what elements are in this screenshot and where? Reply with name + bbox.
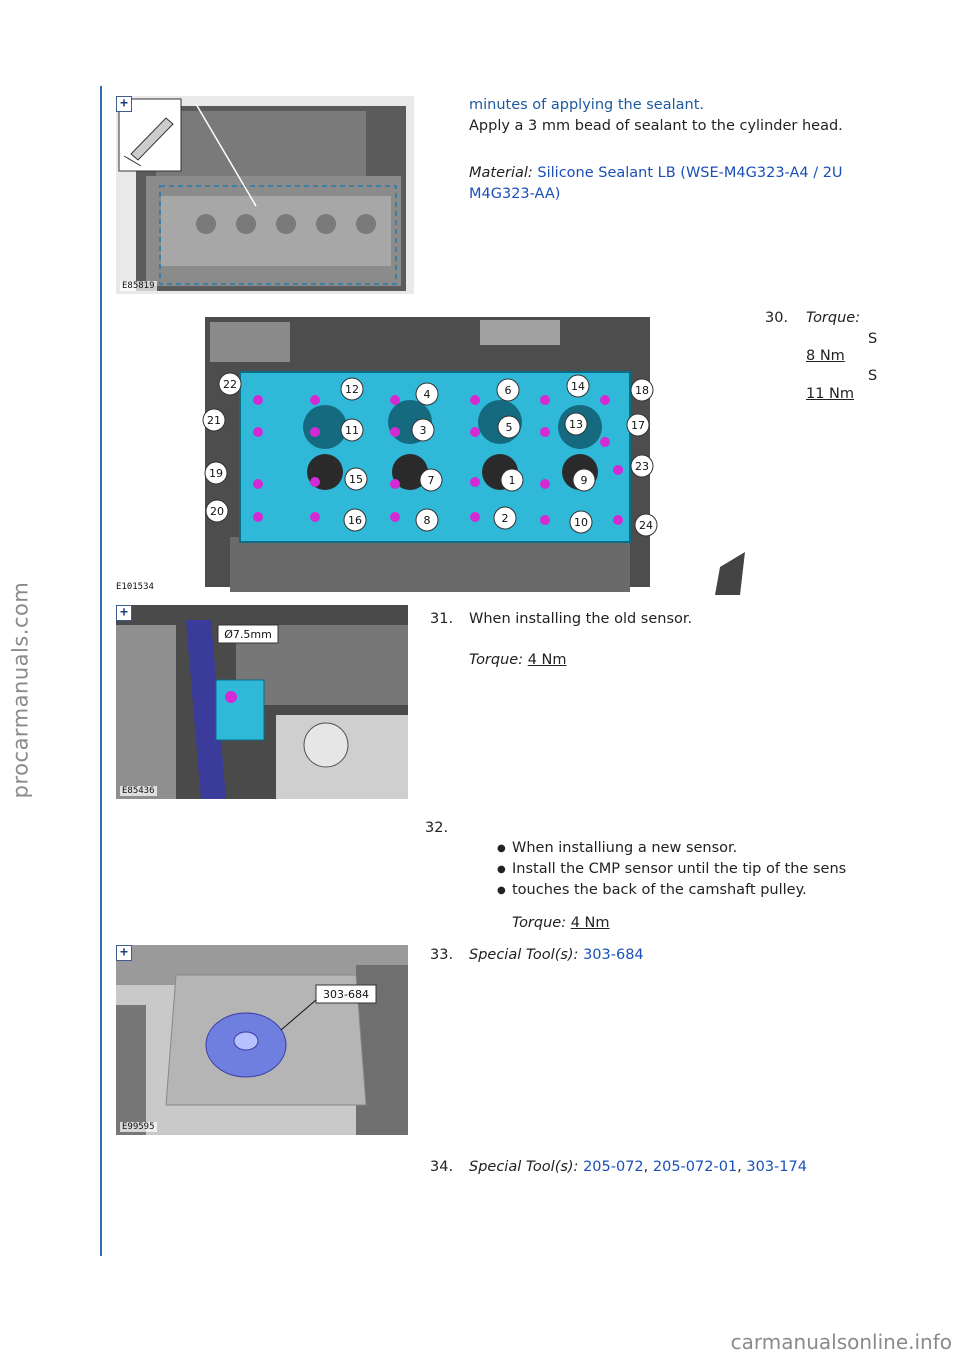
callout: 7 (428, 474, 435, 487)
sealant-instruction: Apply a 3 mm bead of sealant to the cyli… (469, 118, 843, 134)
callout: 4 (424, 388, 431, 401)
callout: 11 (345, 424, 359, 437)
special-tool-illustration: 303-684 (116, 945, 408, 1135)
tool-callout: 303-684 (323, 988, 369, 1001)
torque-line: Torque: 4 Nm (469, 650, 567, 671)
left-rule (100, 86, 102, 1256)
callout: 17 (631, 419, 645, 432)
sensor-illustration: Ø7.5mm (116, 605, 408, 799)
material-link-cont[interactable]: M4G323-AA) (469, 186, 561, 202)
torque-value: 4 Nm (527, 652, 567, 668)
zoom-icon[interactable]: + (116, 605, 132, 621)
callout: 18 (635, 384, 649, 397)
torque-label: Torque: (469, 652, 524, 668)
list-item: When installiung a new sensor. (497, 838, 846, 859)
step-number: 32. (425, 820, 449, 836)
sealant-continuation: minutes of applying the sealant. (469, 97, 704, 113)
callout: 22 (223, 378, 237, 391)
step-number: 34. (430, 1159, 454, 1175)
torque-value: 8 Nm (806, 348, 845, 364)
material-line: Material: Silicone Sealant LB (WSE-M4G32… (469, 163, 843, 184)
stage-label: S (868, 331, 878, 347)
figure-bolt-sequence[interactable]: 22 12 4 6 14 18 21 11 3 5 13 17 19 15 7 … (110, 312, 750, 595)
callout: 24 (639, 519, 653, 532)
figure-code: E99595 (120, 1122, 157, 1132)
torque-line: Torque: 4 Nm (512, 913, 610, 934)
zoom-icon[interactable]: + (116, 96, 132, 112)
material-link[interactable]: Silicone Sealant LB (WSE-M4G323-A4 / 2U (532, 165, 843, 181)
tool-label: Special Tool(s): (469, 947, 579, 963)
tool-link[interactable]: 303-174 (746, 1159, 807, 1175)
stage-label: S (868, 368, 878, 384)
callout: 9 (581, 474, 588, 487)
step-number: 31. (430, 611, 454, 627)
callout: 8 (424, 514, 431, 527)
footer-watermark: carmanualsonline.info (730, 1330, 952, 1354)
callout: 5 (506, 421, 513, 434)
step-number: 33. (430, 947, 454, 963)
callout: 6 (505, 384, 512, 397)
bullet-list: When installiung a new sensor. Install t… (497, 838, 846, 901)
callout: 23 (635, 460, 649, 473)
tool-link[interactable]: 205-072-01 (652, 1159, 738, 1175)
callout: 19 (209, 467, 223, 480)
callout: 13 (569, 418, 583, 431)
callout: 15 (349, 473, 363, 486)
figure-code: E85819 (120, 281, 157, 291)
step-number: 30. (765, 310, 789, 326)
bolt-sequence-illustration: 22 12 4 6 14 18 21 11 3 5 13 17 19 15 7 … (110, 312, 750, 595)
figure-special-tool[interactable]: 303-684 + E99595 (116, 945, 408, 1135)
torque-value: 11 Nm (806, 386, 855, 402)
figure-code: E85436 (120, 786, 157, 796)
torque-label: Torque: (806, 310, 861, 326)
figure-sealant[interactable]: + E85819 (116, 96, 414, 294)
diameter-label: Ø7.5mm (224, 628, 272, 641)
material-label: Material: (469, 165, 533, 181)
callout: 3 (420, 424, 427, 437)
tool-label: Special Tool(s): (469, 1159, 579, 1175)
callout: 21 (207, 414, 221, 427)
list-item-cont: touches the back of the camshaft pulley. (497, 880, 846, 901)
tool-link[interactable]: 205-072 (583, 1159, 644, 1175)
step-text: When installing the old sensor. (469, 611, 693, 627)
list-item: Install the CMP sensor until the tip of … (497, 859, 846, 880)
figure-code: E101534 (114, 582, 156, 592)
callout: 10 (574, 516, 588, 529)
tool-link[interactable]: 303-684 (583, 947, 644, 963)
callout: 12 (345, 383, 359, 396)
callout: 2 (502, 512, 509, 525)
callout: 14 (571, 380, 585, 393)
torque-label: Torque: (512, 915, 567, 931)
special-tool-line: Special Tool(s): 303-684 (469, 945, 644, 966)
torque-value: 4 Nm (570, 915, 610, 931)
side-watermark: procarmanuals.com (8, 581, 32, 799)
special-tool-line: Special Tool(s): 205-072, 205-072-01, 30… (469, 1159, 807, 1175)
callout: 16 (348, 514, 362, 527)
figure-sensor-old[interactable]: Ø7.5mm + E85436 (116, 605, 408, 799)
callout: 20 (210, 505, 224, 518)
zoom-icon[interactable]: + (116, 945, 132, 961)
callout: 1 (509, 474, 516, 487)
engine-sealant-illustration (116, 96, 414, 294)
